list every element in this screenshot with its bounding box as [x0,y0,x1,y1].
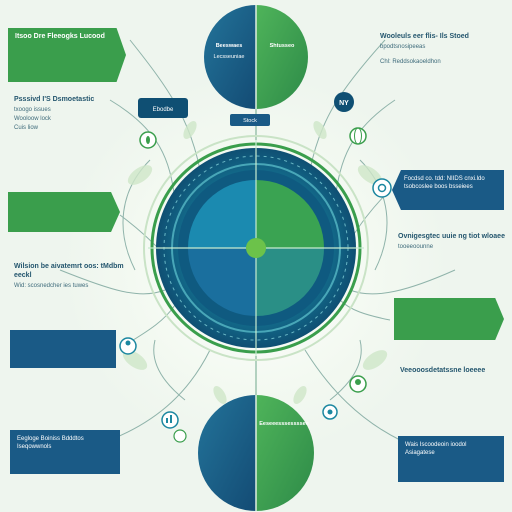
top-circle-left-text: Beeswaes Lecsseuniae [206,42,252,61]
text-line: Wid: scosnedcher ies tuwes [14,283,89,289]
left-heading-small: Wooloow lock [14,116,51,122]
left-top-banner: Itsoo Dre Fleeogks Lucood [8,28,126,82]
right-mid-subtitle: tooeeoounne [398,244,434,250]
text-line: Eegloge Boiniss Bdddtos Iseqowwnols [17,436,84,450]
leaf-icon [139,131,157,149]
text-line: Lecsseuniae [213,54,245,60]
left-heading-text: Psssivd I'S Dsmoetastic txoogo issues Wo… [14,95,154,133]
central-wheel [143,135,369,361]
right-top-subtitle: bpodtsnosipeeas [380,44,426,50]
top-left-badge-label: Ebodbe [153,107,174,113]
text-line: Chl: Reddsokaoeldhon [380,59,441,65]
top-circle-right-title: Shtusseo [269,43,295,49]
right-lower-title: Veeooosdetatssne loeeee [400,367,486,374]
person-icon [119,337,137,355]
top-circle-right-text: Shtusseo [260,42,304,53]
connector-lines [59,39,456,441]
right-top-text: Wooleuls eer flis- Ils Stoed bpodtsnosip… [380,32,500,67]
gear-icon [322,404,338,420]
right-lower-text: Veeooosdetatssne loeeee [400,366,506,377]
gear-icon [372,178,392,198]
left-top-banner-title: Itsoo Dre Fleeogks Lucood [15,33,105,40]
left-heading-subtitle: txoogo issues [14,107,51,113]
top-split-circle [204,5,308,109]
right-mid-title: Ovnigesgtec uuie ng tiot wloaee [398,233,505,240]
text-line: tsobcoslee boos bsseiees [404,184,473,190]
bottom-circle-left-text [206,430,252,433]
text-line: Cuis liow [14,125,39,131]
left-green-banner [8,192,120,232]
right-navy-tag: Focdsd co. tdd: NIIDS cnxi.ldo tsobcosle… [392,170,504,210]
right-top-title: Wooleuls eer flis- Ils Stoed [380,33,469,40]
left-navy-box [10,330,116,368]
top-circle-left-title: Beeswaes [215,43,243,49]
globe-icon [349,127,367,145]
stock-badge-label: Stock [243,118,257,124]
ny-badge: NY [334,92,354,112]
text-line: Wais Iscoodeoin ioodol Asiagatese [405,442,467,456]
bottom-circle-right-title: Eeseeesssessssee [259,421,309,427]
decorative-leaves [122,120,388,405]
left-mid-title: Wilsion be aivatemrt oos: tMdbm eeckl [14,263,124,279]
globe-icon [173,429,187,443]
text-line: Focdsd co. tdd: NIIDS cnxi.ldo [404,176,485,182]
right-bottom-box: Wais Iscoodeoin ioodol Asiagatese [398,436,504,482]
left-heading-title: Psssivd I'S Dsmoetastic [14,96,95,103]
chart-icon [161,411,179,429]
left-mid-text: Wilsion be aivatemrt oos: tMdbm eeckl Wi… [14,262,134,291]
left-bottom-box: Eegloge Boiniss Bdddtos Iseqowwnols [10,430,120,474]
top-left-badge: Ebodbe [138,98,188,118]
stock-badge: Stock [230,114,270,126]
bottom-split-circle [198,395,314,511]
ny-badge-label: NY [339,100,349,107]
right-green-tag [394,298,504,340]
right-mid-text: Ovnigesgtec uuie ng tiot wloaee tooeeoou… [398,232,506,252]
bottom-circle-right-text: Eeseeesssessssee [258,420,310,431]
lightbulb-icon [349,375,367,393]
